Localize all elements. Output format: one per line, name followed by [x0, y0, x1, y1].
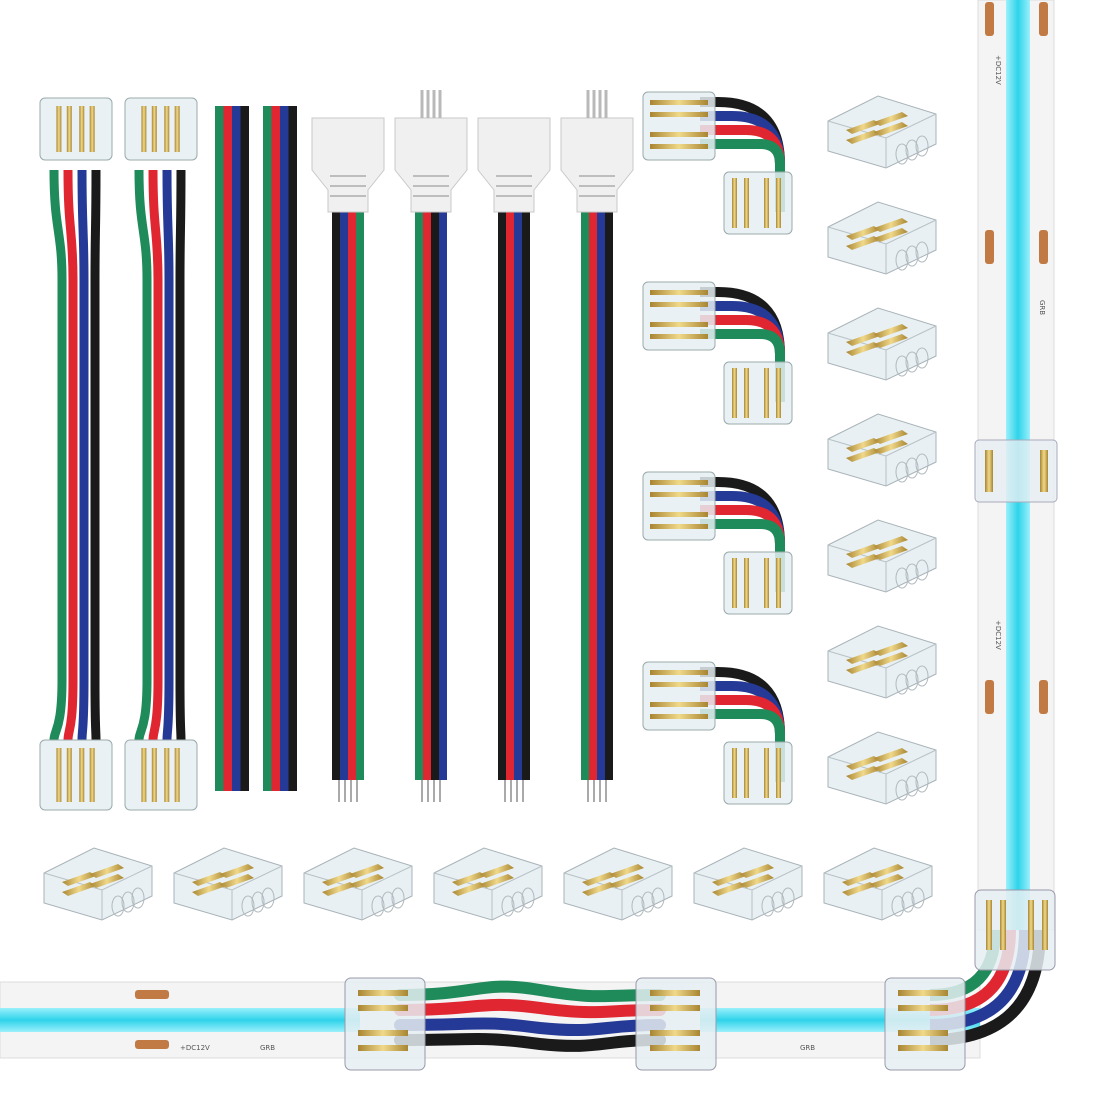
strip-to-strip-clip: [827, 201, 937, 275]
strip-to-strip-clip: [827, 413, 937, 487]
strip-to-strip-clip: [823, 847, 933, 921]
strip-to-strip-clip: [827, 519, 937, 593]
double-ended-clip-cable: [124, 97, 198, 811]
strip-label-color-order: GRB: [1038, 300, 1046, 315]
strip-to-strip-clip: [693, 847, 803, 921]
female-plug-pigtail: [311, 117, 385, 802]
cob-led-strip-horizontal: +DC12V GRB GRB: [0, 981, 981, 1059]
strip-corner-l-connector: [884, 889, 1056, 1071]
cob-led-strip-vertical: +DC12V GRB +DC12V: [974, 0, 1058, 931]
strip-to-strip-clip: [433, 847, 543, 921]
l-corner-connector: [642, 91, 793, 235]
strip-to-strip-clip: [827, 731, 937, 805]
l-corner-connector: [642, 661, 793, 805]
l-corner-connector: [642, 281, 793, 425]
strip-to-strip-clip: [827, 307, 937, 381]
strip-to-strip-clip: [827, 95, 937, 169]
strip-label-color-order: GRB: [260, 1044, 275, 1052]
double-ended-clip-cable: [39, 97, 113, 811]
strip-to-strip-clip: [827, 625, 937, 699]
strip-label-voltage: +DC12V: [994, 55, 1002, 85]
strip-to-strip-clip: [43, 847, 153, 921]
female-plug-pigtail: [477, 117, 551, 802]
strip-to-strip-clip: [303, 847, 413, 921]
bare-wire-ribbon: [215, 106, 249, 791]
strip-to-strip-clip: [173, 847, 283, 921]
male-plug-pigtail: [394, 90, 468, 802]
strip-label-color-order: GRB: [800, 1044, 815, 1052]
male-plug-pigtail: [560, 90, 634, 802]
l-corner-connector: [642, 471, 793, 615]
strip-label-voltage: +DC12V: [994, 620, 1002, 650]
strip-jumper-cable: [394, 980, 666, 1052]
bare-wire-ribbon: [263, 106, 297, 791]
strip-label-voltage: +DC12V: [180, 1044, 210, 1052]
strip-to-strip-clip: [563, 847, 673, 921]
